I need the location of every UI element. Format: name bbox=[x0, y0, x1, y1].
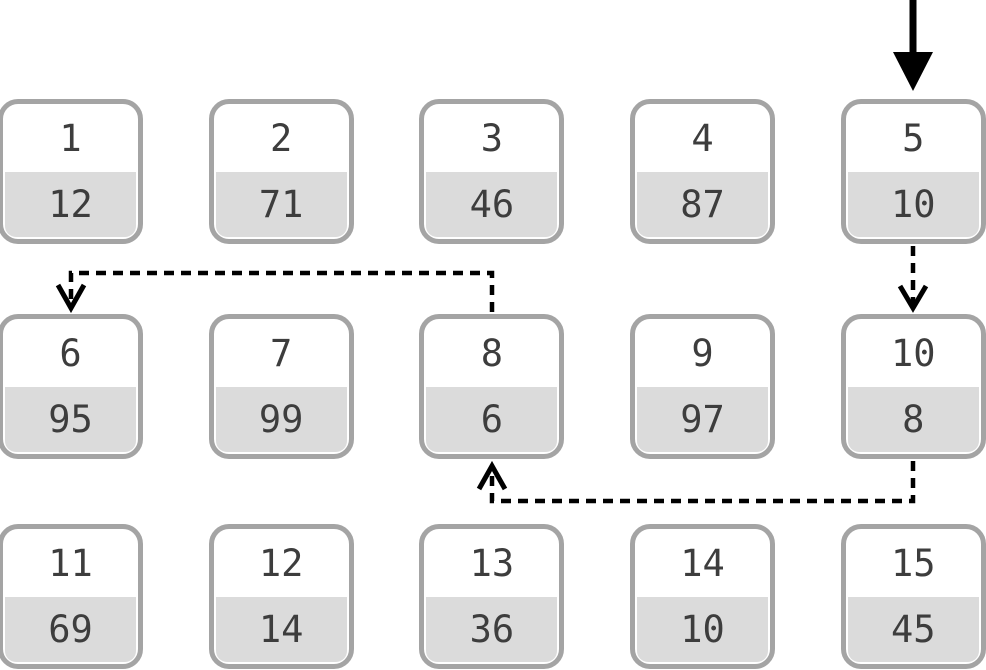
slot-index: 6 bbox=[5, 321, 136, 387]
slot-index: 1 bbox=[5, 106, 136, 172]
slot-value: 97 bbox=[637, 386, 769, 452]
slot-index: 7 bbox=[215, 321, 347, 387]
slot-value: 95 bbox=[5, 386, 136, 452]
slot-index: 15 bbox=[847, 531, 979, 597]
slot-index: 9 bbox=[637, 321, 769, 387]
slot-value: 8 bbox=[847, 386, 979, 452]
slot-11: 11 69 bbox=[0, 524, 143, 669]
slot-value: 46 bbox=[426, 171, 558, 237]
slot-5: 5 10 bbox=[840, 99, 986, 244]
slot-value: 10 bbox=[847, 171, 979, 237]
slot-2: 2 71 bbox=[208, 99, 354, 244]
slot-row-2: 6 95 7 99 8 6 9 97 10 8 bbox=[0, 314, 986, 459]
slot-value: 99 bbox=[215, 386, 347, 452]
slot-index: 11 bbox=[5, 531, 136, 597]
probe-arrow-10-8-icon bbox=[476, 460, 916, 504]
slot-value: 71 bbox=[215, 171, 347, 237]
slot-value: 12 bbox=[5, 171, 136, 237]
slot-index: 13 bbox=[426, 531, 558, 597]
slot-value: 69 bbox=[5, 596, 136, 662]
slot-value: 14 bbox=[215, 596, 347, 662]
slot-value: 10 bbox=[637, 596, 769, 662]
slot-3: 3 46 bbox=[419, 99, 565, 244]
slot-index: 2 bbox=[215, 106, 347, 172]
slot-index: 3 bbox=[426, 106, 558, 172]
slot-value: 6 bbox=[426, 386, 558, 452]
slot-index: 8 bbox=[426, 321, 558, 387]
slot-index: 12 bbox=[215, 531, 347, 597]
slot-6: 6 95 bbox=[0, 314, 143, 459]
probe-arrow-5-10-icon bbox=[897, 246, 929, 313]
slot-index: 5 bbox=[847, 106, 979, 172]
slot-10: 10 8 bbox=[840, 314, 986, 459]
probe-arrow-8-6-icon bbox=[55, 270, 495, 314]
slot-index: 14 bbox=[637, 531, 769, 597]
slot-row-3: 11 69 12 14 13 36 14 10 15 45 bbox=[0, 524, 986, 669]
slot-15: 15 45 bbox=[840, 524, 986, 669]
insert-arrow-icon bbox=[893, 0, 933, 91]
slot-7: 7 99 bbox=[208, 314, 354, 459]
slot-value: 87 bbox=[637, 171, 769, 237]
slot-12: 12 14 bbox=[208, 524, 354, 669]
slot-4: 4 87 bbox=[630, 99, 776, 244]
slot-value: 45 bbox=[847, 596, 979, 662]
slot-row-1: 1 12 2 71 3 46 4 87 5 10 bbox=[0, 99, 986, 244]
slot-1: 1 12 bbox=[0, 99, 143, 244]
slot-value: 36 bbox=[426, 596, 558, 662]
slot-index: 10 bbox=[847, 321, 979, 387]
slot-index: 4 bbox=[637, 106, 769, 172]
slot-13: 13 36 bbox=[419, 524, 565, 669]
slot-8: 8 6 bbox=[419, 314, 565, 459]
slot-14: 14 10 bbox=[630, 524, 776, 669]
slot-9: 9 97 bbox=[630, 314, 776, 459]
